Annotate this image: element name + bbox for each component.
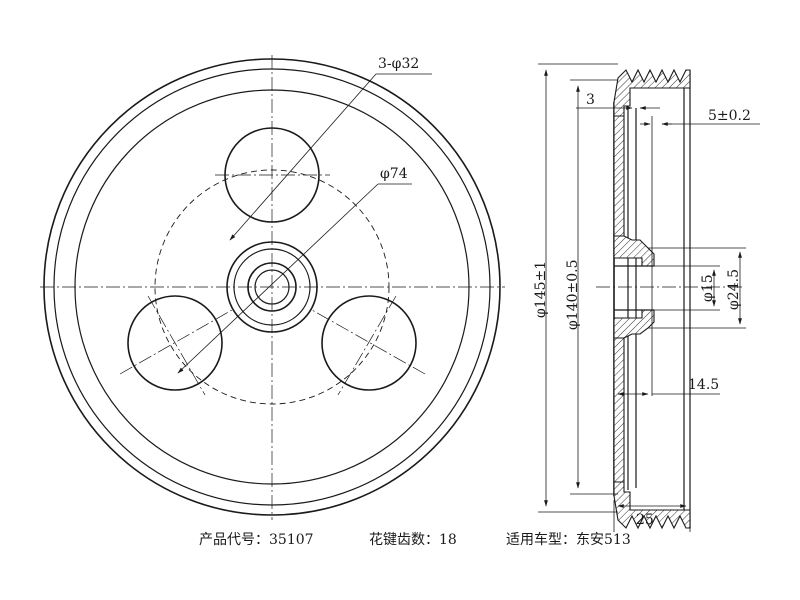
hub-section-top — [613, 235, 655, 267]
rim-thickness-label: 3 — [586, 92, 595, 108]
vehicle-caption: 适用车型：东安513 — [506, 532, 631, 548]
holes-leader — [229, 73, 377, 241]
spline-teeth-caption: 花键齿数：18 — [369, 532, 457, 548]
hub-section-bottom — [613, 309, 655, 339]
bore-diameter-label: φ15 — [700, 274, 716, 302]
hole-centerline-right-a — [337, 295, 397, 396]
lightening-hole-right — [321, 295, 417, 391]
offset-dimension-label: 5±0.2 — [708, 108, 751, 124]
pcd-dimension-label: φ74 — [380, 166, 408, 182]
hub-position-label: 14.5 — [688, 377, 719, 393]
section-view: φ145±1 φ140±0.5 3 5±0.2 φ15 φ24.5 14.5 — [533, 63, 760, 532]
groove-diameter-label: φ140±0.5 — [565, 259, 581, 330]
holes-dimension-label: 3-φ32 — [378, 56, 419, 72]
web-section-bottom — [613, 337, 625, 483]
rim-section-bottom — [613, 481, 691, 530]
product-code-caption: 产品代号：35107 — [199, 532, 314, 548]
hole-centerline-right-b — [311, 309, 426, 375]
web-section-top — [613, 115, 625, 237]
front-view: 3-φ32 φ74 — [40, 55, 505, 520]
hub-diameter-label: φ24.5 — [726, 269, 742, 310]
pcd-leader — [177, 183, 379, 374]
outer-diameter-label: φ145±1 — [533, 261, 549, 318]
lightening-hole-left — [127, 295, 223, 391]
hole-centerline-left-a — [147, 295, 206, 396]
rim-section-top — [613, 68, 691, 117]
width-dimension-label: 25 — [636, 512, 654, 528]
